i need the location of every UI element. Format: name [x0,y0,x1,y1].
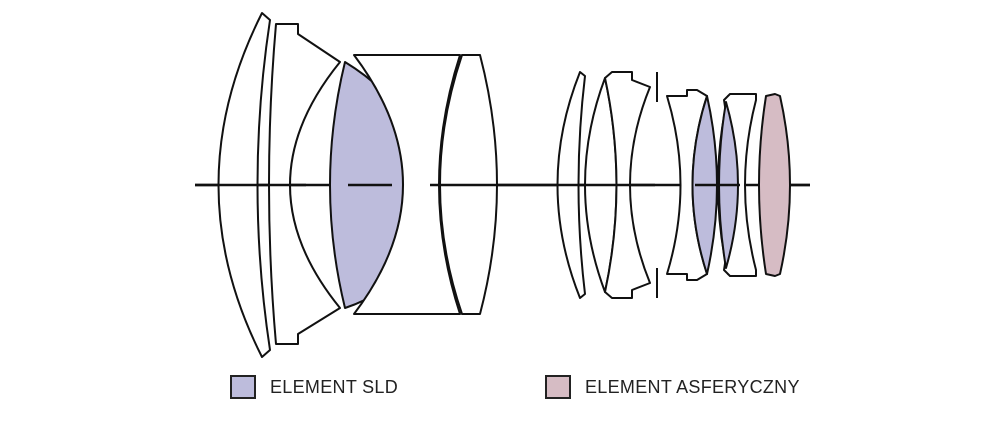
lens-element-aspherical [758,93,791,277]
legend-swatch-sld [230,375,256,399]
legend-label-aspherical: ELEMENT ASFERYCZNY [585,376,800,397]
legend-swatch-aspherical [545,375,571,399]
lens-element-3 [353,54,461,315]
legend-aspherical: ELEMENT ASFERYCZNY [545,375,800,399]
legend-sld: ELEMENT SLD [230,375,398,399]
lens-element-2 [268,23,341,345]
legend-label-sld: ELEMENT SLD [270,376,399,397]
